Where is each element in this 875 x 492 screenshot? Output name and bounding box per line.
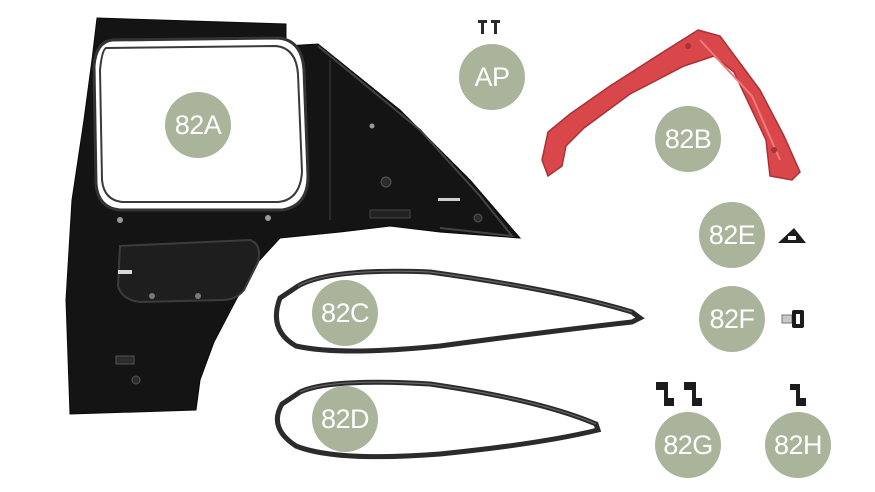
clip-82f (781, 310, 804, 328)
clips-82g (656, 382, 702, 406)
part-label-82c: 82C (312, 280, 378, 346)
part-label-82g: 82G (655, 412, 721, 478)
seal-strip-82c (274, 268, 645, 354)
part-label-82f: 82F (699, 286, 765, 352)
part-label-82b: 82B (655, 106, 721, 172)
clip-82e (778, 228, 806, 243)
part-label-82h: 82H (765, 412, 831, 478)
part-label-82a: 82A (165, 92, 231, 158)
clip-82h (790, 384, 806, 406)
part-label-82d: 82D (312, 386, 378, 452)
red-window-trim (541, 29, 801, 181)
part-label-82e: 82E (699, 202, 765, 268)
seal-strip-82d (274, 379, 602, 460)
screws-ap (478, 20, 500, 34)
door-inner-panel (65, 17, 522, 415)
part-label-ap: AP (459, 44, 525, 110)
